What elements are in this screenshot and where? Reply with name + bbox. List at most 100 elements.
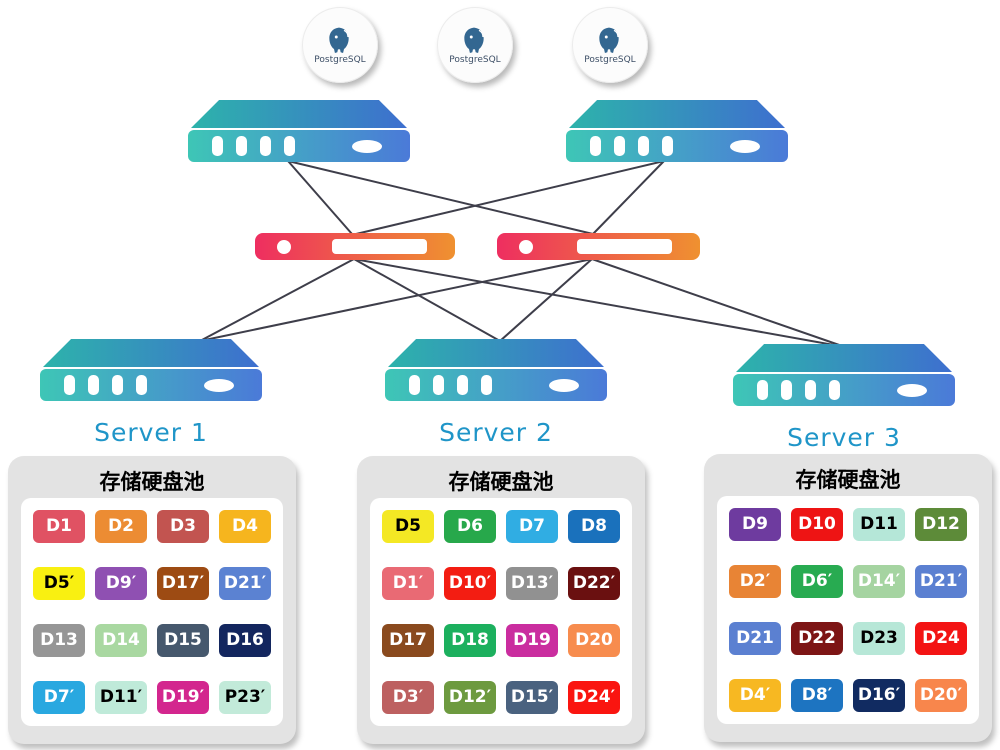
disk-chip: D20′: [915, 679, 967, 712]
wire: [499, 258, 593, 342]
port-icon: [409, 375, 420, 395]
disk-chip: D15′: [506, 681, 558, 714]
postgresql-node: PostgreSQL: [302, 7, 378, 83]
disk-chip: D13: [33, 624, 85, 657]
wire: [591, 258, 846, 348]
disk-chip: D8′: [791, 679, 843, 712]
drive-slot-icon: [332, 239, 427, 254]
fabric-switch-2: [497, 233, 700, 260]
disk-chip: D4′: [729, 679, 781, 712]
led-icon: [730, 139, 760, 153]
indicator-dot-icon: [519, 239, 533, 254]
port-icon: [64, 375, 75, 395]
postgresql-node: PostgreSQL: [437, 7, 513, 83]
wire: [592, 160, 665, 235]
disk-chip: D8: [568, 510, 620, 543]
port-icon: [805, 380, 816, 400]
disk-chip: D22′: [568, 567, 620, 600]
wire: [355, 160, 665, 235]
top-switch-2: [566, 100, 788, 162]
disk-chip: D17: [382, 624, 434, 657]
disk-chip: D2: [95, 510, 147, 543]
led-icon: [549, 378, 579, 392]
disk-chip: D23: [853, 622, 905, 655]
switch-front: [566, 130, 788, 162]
pool-title: 存储硬盘池: [99, 470, 205, 494]
switch-front: [188, 130, 410, 162]
top-switch-1: [188, 100, 410, 162]
wire: [199, 258, 355, 342]
postgresql-label: PostgreSQL: [584, 55, 636, 65]
port-icon: [638, 136, 649, 156]
led-icon: [352, 139, 382, 153]
port-icon: [757, 380, 768, 400]
server-lid: [388, 339, 604, 367]
disk-chip: D14′: [853, 565, 905, 598]
server-1: [40, 339, 262, 401]
wire: [287, 160, 353, 235]
server-2-label: Server 2: [439, 418, 553, 447]
port-icon: [829, 380, 840, 400]
disk-chip: D19′: [157, 681, 209, 714]
disk-chip: D21′: [219, 567, 271, 600]
wire: [353, 258, 846, 348]
wire: [287, 160, 594, 235]
port-icon: [781, 380, 792, 400]
server-front: [40, 369, 262, 401]
port-icon: [284, 136, 295, 156]
disk-chip: D11: [853, 508, 905, 541]
postgresql-elephant-icon: [593, 25, 627, 57]
disk-chip: D5′: [33, 567, 85, 600]
disk-chip: P23′: [219, 681, 271, 714]
disk-chip: D11′: [95, 681, 147, 714]
server-lid: [736, 344, 952, 372]
switch-lid: [191, 100, 407, 128]
wire: [199, 258, 593, 342]
switch-lid: [569, 100, 785, 128]
disk-chip: D24′: [568, 681, 620, 714]
port-icon: [260, 136, 271, 156]
server-front: [733, 374, 955, 406]
port-icon: [433, 375, 444, 395]
disk-chip: D3′: [382, 681, 434, 714]
disk-chip: D21′: [915, 565, 967, 598]
postgresql-elephant-icon: [458, 25, 492, 57]
disk-chip: D6: [444, 510, 496, 543]
disk-chip: D10′: [444, 567, 496, 600]
server-1-label: Server 1: [94, 418, 208, 447]
disk-chip: D4: [219, 510, 271, 543]
disk-chip: D3: [157, 510, 209, 543]
disk-chip: D16′: [853, 679, 905, 712]
port-icon: [614, 136, 625, 156]
disk-chip: D22: [791, 622, 843, 655]
fabric-switch-1: [255, 233, 455, 260]
port-icon: [481, 375, 492, 395]
disk-chip: D9: [729, 508, 781, 541]
postgresql-node: PostgreSQL: [572, 7, 648, 83]
disk-chip: D5: [382, 510, 434, 543]
server-2: [385, 339, 607, 401]
port-icon: [112, 375, 123, 395]
disk-chip: D6′: [791, 565, 843, 598]
disk-chip: D24: [915, 622, 967, 655]
postgresql-label: PostgreSQL: [314, 55, 366, 65]
disk-chip: D14: [95, 624, 147, 657]
disk-chip: D17′: [157, 567, 209, 600]
drive-slot-icon: [577, 239, 672, 254]
disk-chip: D20: [568, 624, 620, 657]
disk-chip: D13′: [506, 567, 558, 600]
port-icon: [662, 136, 673, 156]
disk-chip: D18: [444, 624, 496, 657]
disk-chip: D7′: [33, 681, 85, 714]
disk-chip: D1′: [382, 567, 434, 600]
disk-chip: D21: [729, 622, 781, 655]
port-icon: [212, 136, 223, 156]
disk-chip: D15: [157, 624, 209, 657]
server-3: [733, 344, 955, 406]
led-icon: [897, 383, 927, 397]
